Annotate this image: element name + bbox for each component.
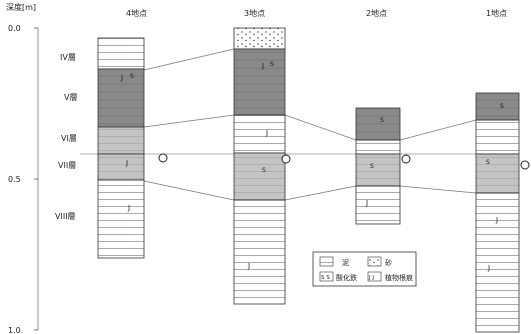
- legend-label: 砂: [385, 258, 392, 267]
- depth-axis-label: 深度[m]: [6, 2, 36, 12]
- svg-text:J: J: [127, 204, 130, 212]
- groundwater-marker: [281, 154, 291, 164]
- layer-label-v: V層: [64, 93, 77, 102]
- legend: 泥 砂 S S 酸化鉄 J J 植物根痕: [312, 251, 417, 287]
- groundwater-markers: [158, 153, 530, 170]
- depth-tick-label: 0.5: [8, 175, 21, 184]
- layer-label-viii: VIII層: [55, 212, 76, 221]
- legend-label: 植物根痕: [385, 273, 413, 282]
- svg-text:J: J: [495, 216, 498, 224]
- layer-label-iv: IV層: [60, 53, 76, 62]
- svg-text:S: S: [262, 167, 266, 174]
- svg-text:J: J: [247, 262, 250, 270]
- svg-text:J: J: [261, 62, 264, 70]
- site-label: 1地点: [486, 8, 507, 18]
- depth-axis: 深度[m] 0.0 0.5 1.0: [6, 2, 39, 334]
- svg-text:J: J: [120, 74, 123, 82]
- groundwater-marker: [401, 154, 411, 164]
- column-site-4: J S J J: [97, 37, 145, 259]
- legend-label: 泥: [342, 259, 349, 267]
- svg-text:S: S: [130, 73, 134, 80]
- svg-text:S: S: [370, 163, 374, 170]
- svg-text:J: J: [365, 199, 368, 207]
- groundwater-marker: [158, 153, 168, 163]
- depth-tick-label: 1.0: [8, 326, 21, 334]
- svg-text:J: J: [125, 159, 128, 167]
- layer-label-vii: VII層: [58, 161, 76, 170]
- site-label: 3地点: [244, 8, 265, 18]
- layer-labels: IV層 V層 VI層 VII層 VIII層: [55, 53, 77, 221]
- column-site-1: S S J J: [475, 92, 520, 333]
- legend-label: 酸化鉄: [336, 273, 357, 282]
- svg-text:S: S: [270, 61, 274, 68]
- legend-glyph: S S: [321, 275, 330, 281]
- svg-text:S: S: [500, 103, 504, 110]
- column-site-2: S S J: [355, 107, 401, 225]
- depth-tick-label: 0.0: [8, 24, 21, 33]
- site-labels: 4地点 3地点 2地点 1地点: [126, 8, 507, 18]
- site-label: 4地点: [126, 8, 147, 18]
- legend-glyph: J J: [368, 275, 374, 281]
- svg-text:J: J: [265, 129, 268, 137]
- svg-text:J: J: [487, 264, 490, 272]
- layer-label-vi: VI層: [61, 134, 77, 143]
- svg-text:S: S: [486, 159, 490, 166]
- svg-text:S: S: [380, 117, 384, 124]
- groundwater-marker: [520, 160, 530, 170]
- site-label: 2地点: [366, 8, 387, 18]
- column-site-3: J S J S J: [233, 27, 286, 305]
